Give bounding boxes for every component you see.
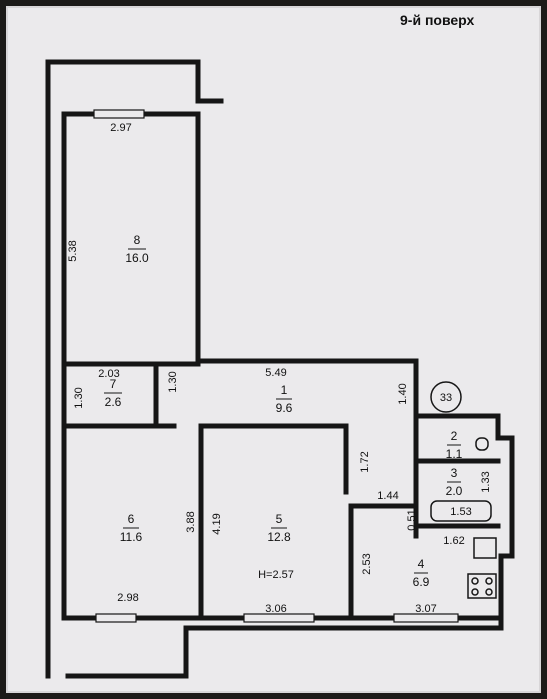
dim-bath-depth: 1.33	[480, 471, 492, 492]
dim-room5-width: 3.06	[265, 603, 286, 615]
fixtures	[430, 381, 497, 599]
outer-wall-right	[61, 111, 515, 679]
room-2-number: 2	[451, 429, 458, 443]
room-labels: 8 16.0 7 2.6 1 9.6 6 11.6 5 12.8 2 1.1 3…	[105, 233, 463, 589]
stove-burner	[471, 588, 479, 596]
room-8-number: 8	[134, 233, 141, 247]
room-5-number: 5	[276, 512, 283, 526]
room-3-number: 3	[451, 466, 458, 480]
window-room-8	[93, 109, 145, 119]
room-number-lines	[104, 248, 461, 574]
dim-room5-length: 4.19	[211, 513, 223, 534]
dim-room8-length: 5.38	[67, 240, 79, 261]
stove	[467, 573, 497, 599]
apartment-number: 33	[440, 392, 452, 404]
dim-bath-width: 1.44	[377, 490, 398, 502]
room-6-area: 11.6	[120, 530, 143, 544]
dim-room8-width: 2.97	[110, 122, 131, 134]
dim-passage-length: 1.72	[359, 451, 371, 472]
dim-bathtub-length: 1.53	[450, 506, 471, 518]
room-2-area: 1.1	[446, 447, 463, 461]
bathtub	[430, 500, 492, 522]
stove-burner	[485, 588, 493, 596]
room-6-number: 6	[128, 512, 135, 526]
window-room-4	[393, 613, 459, 623]
dim-room7-length: 1.30	[73, 387, 85, 408]
room-3-area: 2.0	[446, 484, 463, 498]
window-room-6	[95, 613, 137, 623]
room-4-area: 6.9	[413, 575, 430, 589]
dim-kitchen-length: 2.53	[361, 553, 373, 574]
room-4-number: 4	[418, 557, 425, 571]
floor-title: 9-й поверх	[400, 12, 475, 28]
room-1-number: 1	[281, 383, 288, 397]
walls	[45, 59, 515, 679]
wall-5-top	[198, 423, 349, 495]
dim-corridor-length: 5.49	[265, 367, 286, 379]
floor-plan-drawing: 8 16.0 7 2.6 1 9.6 6 11.6 5 12.8 2 1.1 3…	[45, 59, 515, 679]
room-7-number: 7	[110, 377, 117, 391]
floor-plan-sheet: 8 16.0 7 2.6 1 9.6 6 11.6 5 12.8 2 1.1 3…	[6, 6, 541, 693]
dim-kitchen-width: 3.07	[415, 603, 436, 615]
sink	[473, 537, 497, 559]
dim-room7-width: 2.03	[98, 368, 119, 380]
toilet	[475, 437, 489, 451]
ceiling-height: H=2.57	[258, 569, 294, 581]
dim-room6-width: 2.98	[117, 592, 138, 604]
balcony-wall	[45, 59, 224, 104]
window-room-5	[243, 613, 315, 623]
room-8-area: 16.0	[125, 251, 149, 265]
room-1-area: 9.6	[276, 401, 293, 415]
dim-kitchen-width-top: 1.62	[443, 535, 464, 547]
windows	[93, 109, 459, 623]
dim-room6-length: 3.88	[185, 511, 197, 532]
stove-burner	[471, 577, 479, 585]
dimension-labels: 2.97 5.38 2.03 1.30 5.49 1.30 1.40 2.98 …	[67, 122, 492, 615]
dim-entry-width: 1.40	[397, 383, 409, 404]
apartment-marker	[430, 381, 462, 413]
dim-kitchen-offset: 0.51	[406, 509, 418, 530]
dim-corridor-step: 1.30	[167, 371, 179, 392]
room-7-area: 2.6	[105, 395, 122, 409]
room-5-area: 12.8	[267, 530, 291, 544]
stove-burner	[485, 577, 493, 585]
